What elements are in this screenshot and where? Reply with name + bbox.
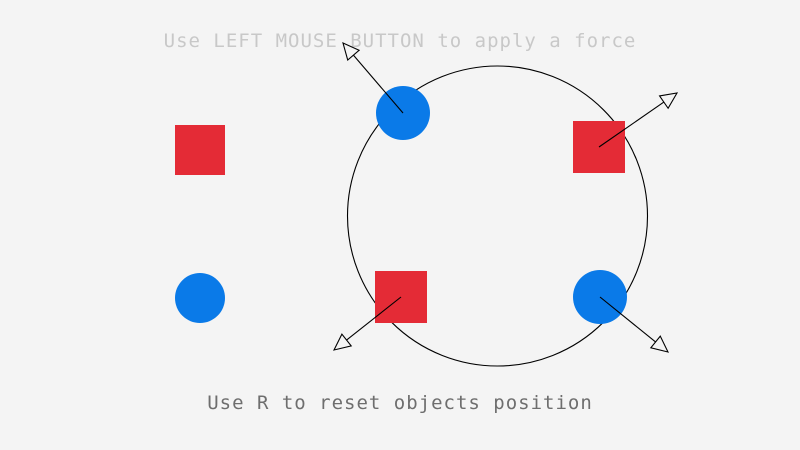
square-bottom-orbit-force-arrowhead [332,333,353,351]
circle-top-orbit-force-vector [342,42,404,114]
square-bottom-orbit-force-shaft [346,296,402,341]
square-right-orbit-force-arrowhead [658,92,679,110]
circle-top-orbit-force-shaft [352,54,404,114]
orbit-ring [346,65,649,367]
square-right-orbit-force-vector [598,92,679,148]
circle-right-orbit-force-vector [599,296,670,353]
hint-reset-objects: Use R to reset objects position [207,392,593,414]
hint-apply-force: Use LEFT MOUSE BUTTON to apply a force [163,30,637,52]
circle-right-orbit-force-arrowhead [649,335,670,353]
square-right-orbit-force-shaft [598,101,665,148]
square-top-left-free[interactable] [175,125,225,175]
circle-top-orbit-force-arrowhead [342,42,361,62]
circle-bottom-left-free[interactable] [175,273,225,323]
force-vector-layer [332,42,679,353]
body-layer[interactable] [175,86,627,324]
square-bottom-orbit-force-vector [332,296,402,351]
orbit-ring-layer [346,65,649,367]
circle-right-orbit-force-shaft [599,296,656,343]
